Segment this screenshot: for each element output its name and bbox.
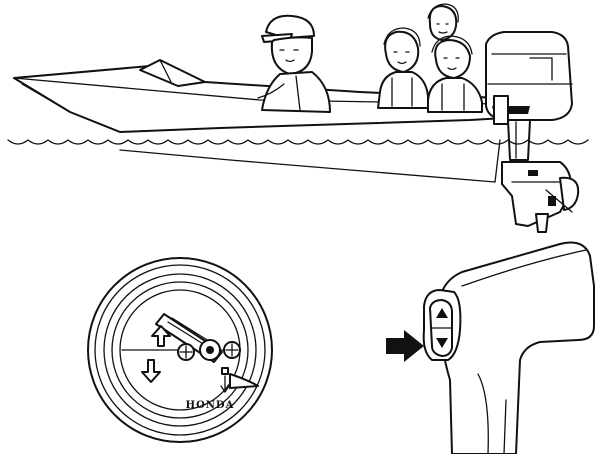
outboard-motor <box>486 32 578 232</box>
boat-driver <box>258 16 330 112</box>
gauge-brand-label: HONDA <box>186 400 235 411</box>
trim-gauge: HONDA <box>88 258 272 442</box>
boat-hull <box>14 60 505 182</box>
pointer-arrow-icon <box>386 330 424 362</box>
boat-passengers <box>378 4 482 112</box>
boat-scene <box>8 4 588 232</box>
water-surface <box>8 140 588 144</box>
remote-control-handle <box>424 243 594 454</box>
gauge-marker-right <box>224 342 240 358</box>
gauge-marker-left <box>178 344 194 360</box>
